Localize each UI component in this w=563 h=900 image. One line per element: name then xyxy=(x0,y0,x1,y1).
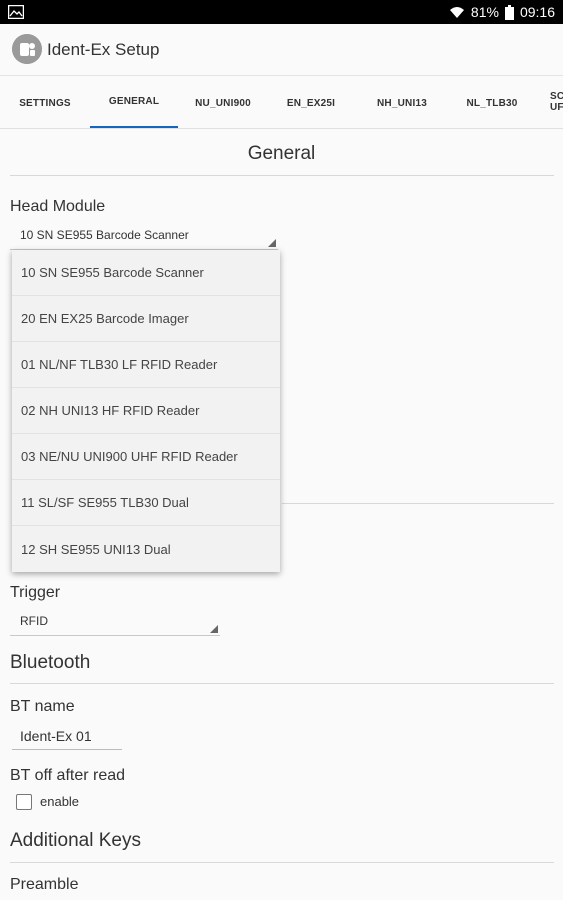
tab-label: NL_TLB30 xyxy=(466,97,518,109)
section-title-general: General xyxy=(247,143,316,164)
tab-nl-tlb30[interactable]: NL_TLB30 xyxy=(448,77,536,128)
tab-nu-uni900[interactable]: NU_UNI900 xyxy=(180,77,266,128)
option-label: 11 SL/SF SE955 TLB30 Dual xyxy=(21,495,189,510)
dropdown-option[interactable]: 03 NE/NU UNI900 UHF RFID Reader xyxy=(12,434,280,480)
option-label: 20 EN EX25 Barcode Imager xyxy=(21,311,189,326)
trigger-selected: RFID xyxy=(20,614,48,628)
bt-name-value: Ident-Ex 01 xyxy=(20,728,92,744)
tab-en-ex25i[interactable]: EN_EX25I xyxy=(268,77,354,128)
option-label: 01 NL/NF TLB30 LF RFID Reader xyxy=(21,357,218,372)
app-title: Ident-Ex Setup xyxy=(47,40,160,59)
head-module-label: Head Module xyxy=(10,198,106,215)
option-label: 03 NE/NU UNI900 UHF RFID Reader xyxy=(21,449,238,464)
tab-label-line2: UF xyxy=(550,102,563,113)
tab-bar: SETTINGS GENERAL NU_UNI900 EN_EX25I NH_U… xyxy=(0,77,563,129)
app-bar: Ident-Ex Setup xyxy=(0,24,563,76)
trigger-spinner[interactable]: RFID xyxy=(10,612,220,636)
tab-label: NU_UNI900 xyxy=(195,97,251,109)
bt-off-label: BT off after read xyxy=(10,767,126,784)
dropdown-option[interactable]: 12 SH SE955 UNI13 Dual xyxy=(12,526,280,572)
section-title-bluetooth: Bluetooth xyxy=(10,652,91,673)
tab-label-line1: SC xyxy=(550,91,563,102)
dropdown-option[interactable]: 01 NL/NF TLB30 LF RFID Reader xyxy=(12,342,280,388)
head-module-dropdown: 10 SN SE955 Barcode Scanner 20 EN EX25 B… xyxy=(12,250,280,572)
status-bar: 81% 09:16 xyxy=(0,0,563,24)
option-label: 10 SN SE955 Barcode Scanner xyxy=(21,265,204,280)
wifi-icon xyxy=(449,7,464,18)
dropdown-option[interactable]: 02 NH UNI13 HF RFID Reader xyxy=(12,388,280,434)
battery-icon xyxy=(504,4,514,20)
preamble-label: Preamble xyxy=(10,876,79,893)
trigger-label: Trigger xyxy=(10,584,61,601)
head-module-selected: 10 SN SE955 Barcode Scanner xyxy=(20,228,189,242)
tab-settings[interactable]: SETTINGS xyxy=(4,77,86,128)
gallery-icon xyxy=(8,5,24,19)
clock: 09:16 xyxy=(519,4,555,20)
divider xyxy=(282,503,554,504)
divider xyxy=(10,175,554,176)
tab-label: NH_UNI13 xyxy=(377,97,427,109)
tab-nh-uni13[interactable]: NH_UNI13 xyxy=(356,77,448,128)
battery-percent: 81% xyxy=(470,4,499,20)
dropdown-option[interactable]: 20 EN EX25 Barcode Imager xyxy=(12,296,280,342)
option-label: 02 NH UNI13 HF RFID Reader xyxy=(21,403,200,418)
bt-name-input[interactable]: Ident-Ex 01 xyxy=(12,724,122,750)
tab-clipped[interactable]: SC UF xyxy=(550,77,563,128)
bt-name-label: BT name xyxy=(10,698,75,715)
tab-label: GENERAL xyxy=(108,96,160,107)
tab-label: SETTINGS xyxy=(19,97,71,109)
divider xyxy=(10,862,554,863)
tab-label: EN_EX25I xyxy=(286,97,336,109)
option-label: 12 SH SE955 UNI13 Dual xyxy=(21,541,171,557)
dropdown-arrow-icon xyxy=(268,239,276,247)
head-module-spinner[interactable]: 10 SN SE955 Barcode Scanner xyxy=(10,226,278,250)
dropdown-option[interactable]: 11 SL/SF SE955 TLB30 Dual xyxy=(12,480,280,526)
app-logo-icon xyxy=(12,34,42,64)
section-title-additional-keys: Additional Keys xyxy=(10,830,141,851)
tab-general[interactable]: GENERAL xyxy=(90,77,178,128)
enable-checkbox[interactable] xyxy=(16,794,32,810)
dropdown-option[interactable]: 10 SN SE955 Barcode Scanner xyxy=(12,250,280,296)
divider xyxy=(10,683,554,684)
dropdown-arrow-icon xyxy=(210,625,218,633)
enable-label: enable xyxy=(40,794,80,809)
